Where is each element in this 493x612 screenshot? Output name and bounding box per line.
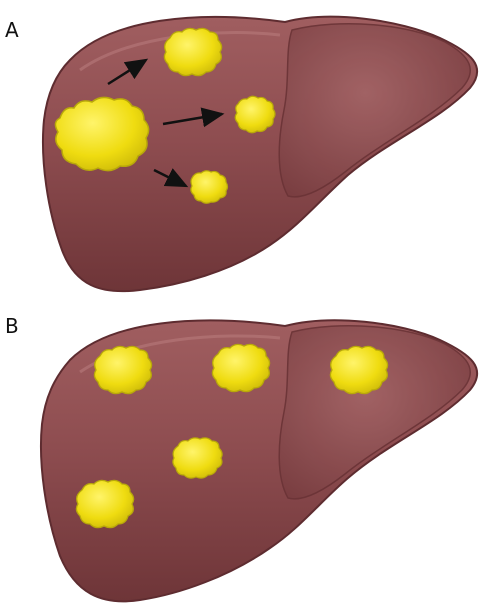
tumor-b-1 — [94, 346, 151, 393]
tumor-b-3 — [330, 346, 387, 393]
tumor-primary-a — [55, 97, 148, 170]
tumor-metastasis-a-1 — [164, 28, 221, 75]
tumor-b-2 — [212, 344, 269, 391]
tumor-b-4 — [173, 438, 222, 478]
tumor-b-5 — [76, 480, 133, 527]
